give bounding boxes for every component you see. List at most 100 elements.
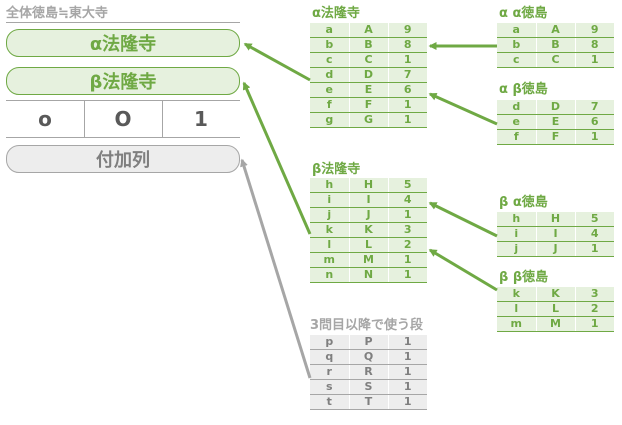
table-cell: d [497, 100, 536, 115]
table-cell: b [497, 37, 536, 53]
table-cell: a [310, 23, 349, 38]
table-cell: 9 [387, 23, 427, 38]
third-table-title: 3問目以降で使う段 [310, 318, 424, 333]
table-cell: D [348, 67, 388, 83]
table-cell: H [348, 178, 388, 193]
table-cell: F [535, 129, 575, 145]
table-cell: 1 [574, 52, 614, 68]
table-cell: j [497, 241, 536, 257]
bb-table-title: β β徳島 [499, 270, 549, 285]
table-cell: 1 [387, 52, 427, 68]
table-cell: 1 [387, 394, 427, 410]
table-cell: K [348, 222, 388, 238]
row-alpha-label: α法隆寺 [89, 34, 157, 55]
table-cell: 1 [387, 267, 427, 283]
table-cell: B [348, 37, 388, 53]
table-cell: K [535, 287, 575, 302]
table-cell: I [535, 226, 575, 242]
table-cell: 8 [387, 37, 427, 53]
row-alpha: α法隆寺 [6, 29, 240, 57]
alpha-table-title: α法隆寺 [312, 6, 360, 21]
table-cell: k [497, 287, 536, 302]
table-cell: m [497, 316, 536, 332]
extra-column: 付加列 [6, 145, 240, 173]
table-cell: M [348, 252, 388, 268]
table-cell: n [310, 267, 349, 283]
table-cell: 2 [574, 301, 614, 317]
divider-top [6, 22, 240, 23]
table-cell: i [310, 192, 349, 208]
table-cell: 5 [574, 212, 614, 227]
table-cell: f [310, 97, 349, 113]
arrow-extra [240, 158, 312, 379]
table-cell: i [497, 226, 536, 242]
table-cell: 1 [574, 316, 614, 332]
table-cell: C [535, 52, 575, 68]
table-cell: R [348, 364, 388, 380]
table-cell: A [348, 23, 388, 38]
table-cell: 1 [574, 241, 614, 257]
table-cell: 1 [387, 252, 427, 268]
table-cell: 1 [387, 112, 427, 128]
table-cell: 1 [387, 335, 427, 350]
table-cell: p [310, 335, 349, 350]
divider-mid [6, 100, 240, 101]
row-beta-label: β法隆寺 [89, 72, 157, 93]
table-cell: 7 [574, 100, 614, 115]
divider-v2 [162, 100, 163, 138]
table-cell: G [348, 112, 388, 128]
arrow-ba [428, 201, 498, 238]
divider-bottom [6, 137, 240, 138]
table-cell: e [497, 114, 536, 130]
table-cell: 5 [387, 178, 427, 193]
beta-table-title: β法隆寺 [312, 162, 361, 177]
table-cell: H [535, 212, 575, 227]
table-cell: g [310, 112, 349, 128]
triple-row: o O 1 [6, 102, 240, 136]
triple-cell-2: O [114, 107, 132, 131]
table-cell: m [310, 252, 349, 268]
table-cell: l [310, 237, 349, 253]
table-cell: 9 [574, 23, 614, 38]
table-cell: h [497, 212, 536, 227]
table-cell: L [535, 301, 575, 317]
arrow-alpha [243, 42, 311, 82]
arrow-beta [242, 81, 312, 235]
arrow-bb [428, 248, 498, 292]
table-cell: A [535, 23, 575, 38]
table-cell: J [348, 207, 388, 223]
table-cell: L [348, 237, 388, 253]
table-cell: b [310, 37, 349, 53]
table-cell: d [310, 67, 349, 83]
arrow-ab [428, 92, 498, 126]
ba-table-title: β α徳島 [499, 195, 548, 210]
table-cell: 2 [387, 237, 427, 253]
table-cell: r [310, 364, 349, 380]
table-cell: 6 [387, 82, 427, 98]
triple-cell-1: o [38, 107, 52, 131]
aa-table-title: α α徳島 [499, 6, 548, 21]
row-beta: β法隆寺 [6, 67, 240, 95]
table-cell: j [310, 207, 349, 223]
table-cell: M [535, 316, 575, 332]
table-cell: a [497, 23, 536, 38]
table-cell: 1 [387, 349, 427, 365]
